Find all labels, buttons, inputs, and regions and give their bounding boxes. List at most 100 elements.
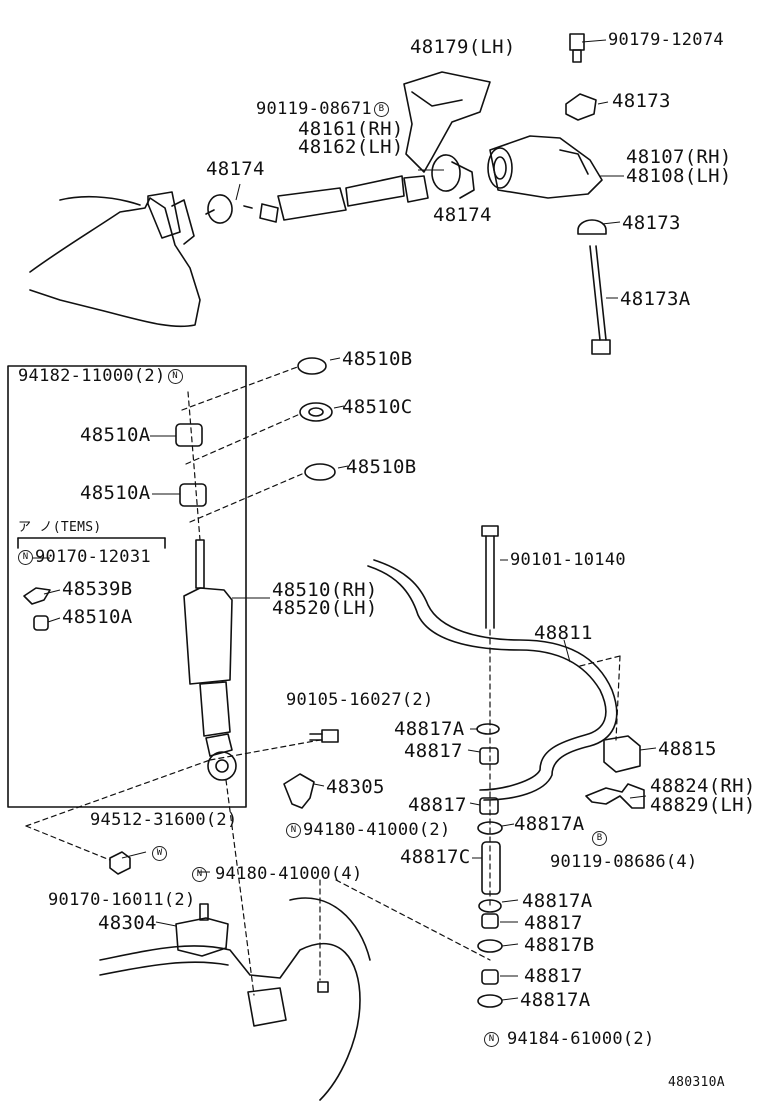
label-48520-lh: 48520(LH) bbox=[272, 597, 378, 619]
drive-shaft bbox=[205, 154, 475, 224]
label-48811: 48811 bbox=[534, 622, 593, 644]
frame-lower-outline bbox=[99, 943, 361, 1101]
label-48817A-4: 48817A bbox=[520, 989, 591, 1011]
label-90101-10140: 90101-10140 bbox=[510, 550, 626, 570]
label-48817-1: 48817 bbox=[404, 740, 463, 762]
label-48824: 48824(RH) bbox=[650, 775, 756, 797]
washer-48817A-2 bbox=[477, 821, 503, 835]
bracket-48179 bbox=[403, 71, 491, 173]
label-48305: 48305 bbox=[326, 776, 385, 798]
part-48510A-small bbox=[33, 615, 49, 631]
washer-48817B bbox=[477, 939, 503, 953]
shock-absorber-group-frame bbox=[7, 365, 247, 808]
shock-absorber-48510 bbox=[183, 539, 237, 781]
cap-48173-lower bbox=[577, 219, 607, 235]
label-90119-08671-row: 90119-08671 B bbox=[256, 101, 391, 118]
label-48108: 48108(LH) bbox=[626, 165, 732, 187]
label-48817A-3: 48817A bbox=[522, 890, 593, 912]
label-94512-row: 94512-31600(2) bbox=[90, 812, 238, 829]
differential-housing bbox=[487, 135, 603, 199]
label-48817-4: 48817 bbox=[524, 965, 583, 987]
label-94182-11000: 94182-11000(2) bbox=[18, 366, 166, 386]
label-90179-12074: 90179-12074 bbox=[608, 30, 724, 50]
label-48162: 48162(LH) bbox=[298, 136, 404, 158]
bushing-48817-2 bbox=[479, 797, 499, 815]
bushing-48173-upper bbox=[565, 93, 597, 121]
label-90119-08686: 90119-08686(4) bbox=[550, 852, 698, 872]
label-94180a-row: N 94180-41000(2) bbox=[284, 822, 451, 839]
washer-48817A-3 bbox=[478, 899, 502, 913]
part-48539B bbox=[23, 587, 51, 605]
bushing-48510A-2 bbox=[179, 483, 207, 507]
label-94184-61000: 94184-61000(2) bbox=[507, 1029, 655, 1049]
label-48173A: 48173A bbox=[620, 288, 691, 310]
label-48510C: 48510C bbox=[342, 396, 413, 418]
label-90105-16027: 90105-16027(2) bbox=[286, 690, 434, 710]
b-badge-icon: B bbox=[373, 102, 389, 117]
bushing-48817-4 bbox=[481, 969, 499, 985]
n-badge-icon: N bbox=[286, 823, 301, 838]
label-48510B-upper: 48510B bbox=[342, 348, 413, 370]
label-48510A-1: 48510A bbox=[80, 424, 151, 446]
n-badge-icon: N bbox=[167, 369, 183, 384]
washer-48510C bbox=[299, 402, 333, 422]
sleeve-48817C bbox=[481, 841, 501, 895]
washer-48817A-top bbox=[476, 723, 500, 735]
bracket-48824 bbox=[585, 783, 645, 809]
label-48817A-1: 48817A bbox=[394, 718, 465, 740]
washer-48510B-1 bbox=[297, 357, 327, 375]
label-94180-41000-4: 94180-41000(4) bbox=[215, 864, 363, 884]
label-90170-12031: 90170-12031 bbox=[35, 547, 151, 567]
washer-48510B-2 bbox=[304, 463, 336, 481]
label-94180b-row: N 94180-41000(4) bbox=[190, 866, 363, 883]
bushing-48817-3 bbox=[481, 913, 499, 929]
label-94180-41000-2: 94180-41000(2) bbox=[303, 820, 451, 840]
label-48174-right: 48174 bbox=[433, 204, 492, 226]
stabilizer-bar-48811 bbox=[367, 559, 618, 801]
label-48179: 48179(LH) bbox=[410, 36, 516, 58]
label-90170-12031-row: N 90170-12031 bbox=[16, 549, 151, 566]
label-48173-lower: 48173 bbox=[622, 212, 681, 234]
label-48539B: 48539B bbox=[62, 578, 133, 600]
label-48510A-3: 48510A bbox=[62, 606, 133, 628]
bolt-90105 bbox=[309, 729, 339, 743]
label-48817-2: 48817 bbox=[408, 794, 467, 816]
label-48510B-lower: 48510B bbox=[346, 456, 417, 478]
label-94182-row: 94182-11000(2) N bbox=[18, 368, 185, 385]
bushing-48815 bbox=[603, 735, 641, 773]
label-48304: 48304 bbox=[98, 912, 157, 934]
w-badge-icon: W bbox=[152, 846, 167, 861]
label-48829: 48829(LH) bbox=[650, 794, 756, 816]
bolt-48173A bbox=[589, 245, 611, 355]
b-badge-icon: B bbox=[592, 831, 607, 846]
label-48817B: 48817B bbox=[524, 934, 595, 956]
label-90170-16011: 90170-16011(2) bbox=[48, 890, 196, 910]
label-94184-row: N 94184-61000(2) bbox=[482, 1031, 655, 1048]
label-48161: 48161(RH) bbox=[298, 118, 404, 140]
washer-48817A-4 bbox=[477, 994, 503, 1008]
bushing-48510A-1 bbox=[175, 423, 203, 447]
nut-90170-16011 bbox=[109, 851, 131, 875]
n-badge-icon: N bbox=[192, 867, 207, 882]
n-badge-icon: N bbox=[484, 1032, 499, 1047]
bump-stopper-48305 bbox=[283, 773, 315, 809]
bushing-48817-1 bbox=[479, 747, 499, 765]
label-48107: 48107(RH) bbox=[626, 146, 732, 168]
n-badge-icon: N bbox=[18, 550, 33, 565]
label-48510A-2: 48510A bbox=[80, 482, 151, 504]
tems-header: ア ノ(TEMS) bbox=[18, 520, 102, 535]
bolt-90179 bbox=[569, 33, 585, 63]
mount-48304 bbox=[175, 903, 229, 957]
label-48817A-2: 48817A bbox=[514, 813, 585, 835]
label-48173-upper: 48173 bbox=[612, 90, 671, 112]
label-48510-rh: 48510(RH) bbox=[272, 579, 378, 601]
bolt-90101 bbox=[481, 525, 499, 629]
label-48817-3: 48817 bbox=[524, 912, 583, 934]
label-48815: 48815 bbox=[658, 738, 717, 760]
steering-knuckle-outline bbox=[29, 197, 201, 328]
diagram-id: 480310A bbox=[668, 1075, 725, 1090]
label-94512-31600: 94512-31600(2) bbox=[90, 810, 238, 830]
label-90119-08671: 90119-08671 bbox=[256, 99, 372, 119]
label-48174-left: 48174 bbox=[206, 158, 265, 180]
